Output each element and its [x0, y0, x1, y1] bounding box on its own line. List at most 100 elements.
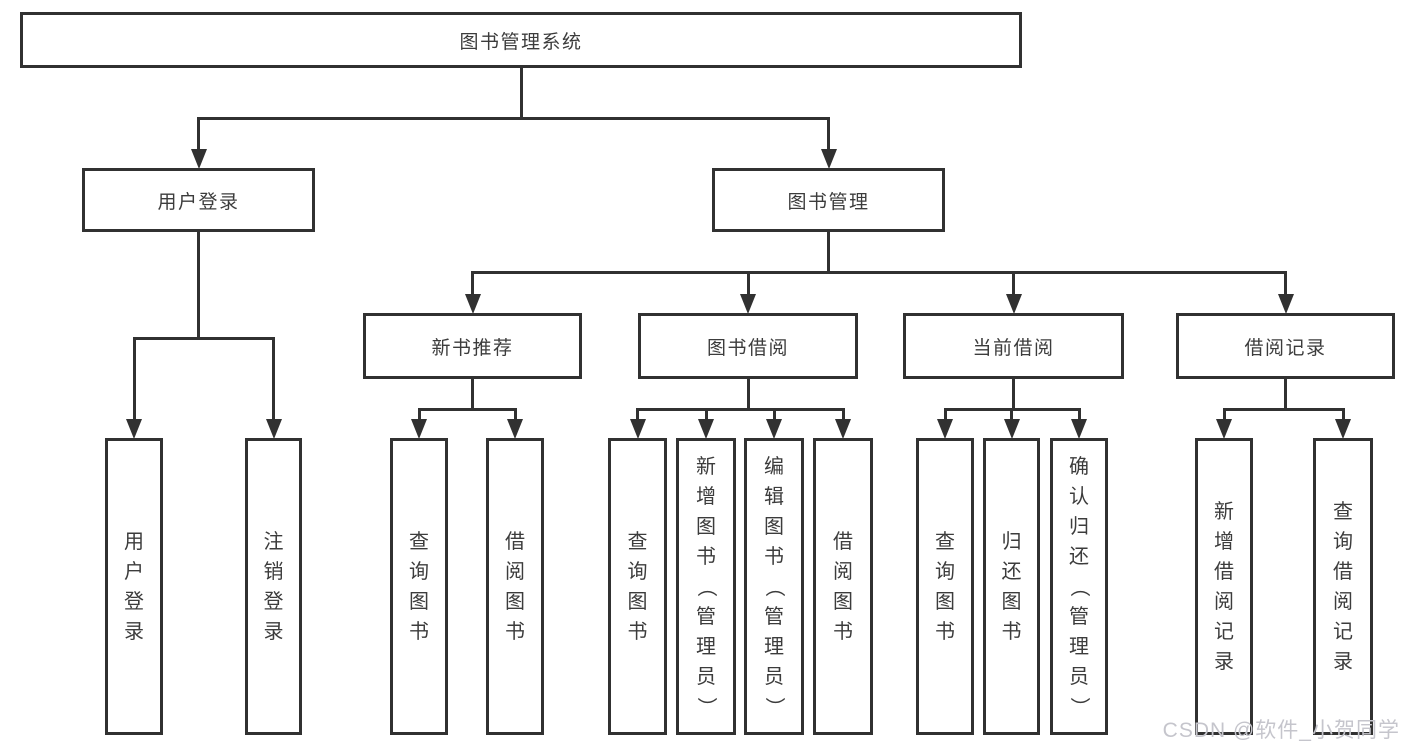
connector-line: [272, 337, 275, 420]
vertical-glyph: 管: [1069, 605, 1089, 628]
node-label: 新书推荐: [431, 337, 514, 359]
vertical-glyph: 新: [696, 455, 716, 478]
vertical-glyph: 阅: [505, 560, 525, 583]
node-leaf-cb-query: 查询图书: [916, 438, 974, 735]
vertical-glyph: 归: [1069, 515, 1089, 538]
vertical-glyph: 编: [764, 455, 784, 478]
node-label: 新增借阅记录: [1214, 497, 1234, 677]
vertical-glyph: 图: [764, 515, 784, 538]
arrowhead-icon: [820, 149, 837, 169]
vertical-glyph: 录: [263, 620, 284, 643]
arrowhead-icon: [265, 419, 282, 439]
vertical-glyph: 管: [764, 605, 784, 628]
node-book-borrow: 图书借阅: [638, 313, 858, 379]
vertical-glyph: 辑: [764, 485, 784, 508]
vertical-glyph: 员: [696, 665, 716, 688]
vertical-glyph: 阅: [833, 560, 853, 583]
node-label: 图书管理系统: [459, 31, 583, 53]
node-user-login: 用户登录: [82, 168, 315, 232]
arrowhead-icon: [937, 419, 953, 439]
arrowhead-icon: [507, 419, 523, 439]
vertical-glyph: 增: [696, 485, 716, 508]
node-label: 归还图书: [1002, 527, 1022, 647]
vertical-glyph: 户: [124, 560, 144, 583]
connector-line: [519, 68, 523, 120]
vertical-glyph: 录: [1214, 650, 1234, 673]
vertical-glyph: 询: [1333, 530, 1353, 553]
node-leaf-nb-borrow: 借阅图书: [486, 438, 544, 735]
vertical-glyph: 书: [1001, 620, 1022, 643]
node-current-borrow: 当前借阅: [903, 313, 1124, 379]
connector-line: [471, 271, 1287, 274]
connector-line: [132, 337, 136, 420]
vertical-glyph: 书: [935, 620, 955, 643]
vertical-glyph: 归: [1001, 530, 1022, 553]
node-label: 查询图书: [409, 527, 429, 647]
vertical-glyph: ）: [763, 696, 785, 717]
node-label: 查询图书: [628, 527, 648, 647]
connector-line: [132, 337, 275, 340]
vertical-glyph: 管: [696, 605, 716, 628]
vertical-glyph: 还: [1069, 545, 1089, 568]
vertical-glyph: 注: [263, 530, 284, 553]
connector-line: [772, 408, 776, 420]
vertical-glyph: 登: [263, 590, 284, 613]
vertical-glyph: 借: [1333, 560, 1353, 583]
vertical-glyph: 书: [764, 545, 784, 568]
vertical-glyph: 询: [409, 560, 429, 583]
connector-line: [1010, 408, 1013, 420]
node-label: 用户登录: [157, 191, 240, 213]
node-label: 借阅图书: [505, 527, 525, 647]
arrowhead-icon: [464, 294, 481, 314]
node-label: 查询借阅记录: [1333, 497, 1353, 677]
arrowhead-icon: [126, 419, 142, 439]
connector-line: [197, 232, 200, 340]
node-label: 确认归还（管理员）: [1068, 452, 1090, 722]
vertical-glyph: 图: [696, 515, 716, 538]
vertical-glyph: 书: [409, 620, 429, 643]
node-label: 查询图书: [935, 527, 955, 647]
node-leaf-bb-borrow: 借阅图书: [813, 438, 873, 735]
vertical-glyph: 理: [696, 635, 716, 658]
node-leaf-br-add: 新增借阅记录: [1195, 438, 1253, 735]
node-book-mgmt: 图书管理: [712, 168, 945, 232]
vertical-glyph: 借: [505, 530, 525, 553]
arrowhead-icon: [740, 294, 756, 314]
node-root: 图书管理系统: [20, 12, 1022, 68]
vertical-glyph: 书: [627, 620, 648, 643]
vertical-glyph: 图: [935, 590, 955, 613]
vertical-glyph: 书: [833, 620, 853, 643]
vertical-glyph: 认: [1069, 485, 1089, 508]
connector-line: [1222, 408, 1226, 420]
arrowhead-icon: [629, 419, 646, 439]
vertical-glyph: 销: [263, 560, 284, 583]
vertical-glyph: 录: [124, 620, 144, 643]
vertical-glyph: 员: [764, 665, 784, 688]
node-new-book: 新书推荐: [363, 313, 582, 379]
vertical-glyph: 图: [409, 590, 429, 613]
connector-line: [417, 408, 421, 420]
node-label: 编辑图书（管理员）: [763, 452, 785, 722]
vertical-glyph: 查: [935, 530, 955, 553]
node-label: 借阅记录: [1244, 337, 1327, 359]
vertical-glyph: 用: [124, 530, 144, 553]
vertical-glyph: 还: [1001, 560, 1022, 583]
arrowhead-icon: [698, 419, 714, 439]
connector-line: [827, 232, 830, 274]
vertical-glyph: 增: [1214, 530, 1234, 553]
vertical-glyph: （: [763, 576, 785, 597]
vertical-glyph: 书: [505, 620, 525, 643]
node-borrow-records: 借阅记录: [1176, 313, 1395, 379]
vertical-glyph: 阅: [1333, 590, 1353, 613]
arrowhead-icon: [411, 419, 427, 439]
node-label: 新增图书（管理员）: [695, 452, 717, 722]
node-label: 注销登录: [264, 527, 284, 647]
node-leaf-bb-add: 新增图书（管理员）: [676, 438, 736, 735]
arrowhead-icon: [1005, 294, 1022, 314]
arrowhead-icon: [1071, 419, 1087, 439]
connector-line: [197, 117, 830, 120]
vertical-glyph: 图: [1001, 590, 1022, 613]
connector-line: [827, 117, 830, 150]
connector-line: [1284, 271, 1287, 295]
